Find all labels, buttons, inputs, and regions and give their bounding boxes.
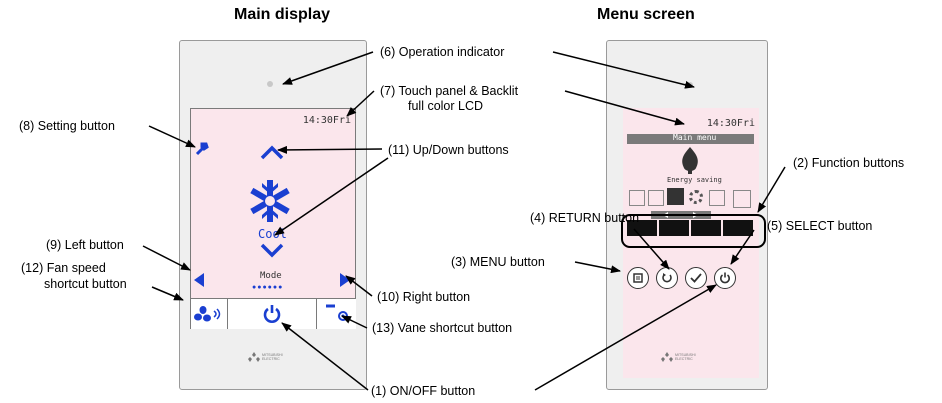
arrow-fan-speed [151,286,184,301]
mode-dots: ●●●●●● [252,284,284,291]
arrow-touch-right [564,90,685,126]
brand-text: MITSUBISHI ELECTRIC [262,353,283,361]
label-fan-speed-2: shortcut button [44,277,127,291]
mitsubishi-logo: MITSUBISHI ELECTRIC [248,352,304,362]
label-fan-speed-1: (12) Fan speed [21,261,106,275]
label-return-button: (4) RETURN button [530,211,640,225]
arrow-setting [148,125,196,148]
label-operation-indicator: (6) Operation indicator [380,45,505,59]
arrow-down [274,157,389,236]
onoff-button[interactable] [228,298,316,329]
menu-icon-2[interactable] [648,190,664,206]
onoff-button[interactable] [714,267,736,289]
function-button-4[interactable] [723,220,753,236]
snowflake-icon [250,180,290,222]
function-button-2[interactable] [659,220,689,236]
menu-button[interactable] [627,267,649,289]
heading-menu-screen: Menu screen [597,6,695,23]
label-left-button: (9) Left button [46,238,124,252]
label-setting-button: (8) Setting button [19,119,115,133]
function-button-3[interactable] [691,220,721,236]
menu-icon-row [627,188,757,208]
label-select-button: (5) SELECT button [767,219,873,233]
energy-saving-icon [682,147,698,174]
label-right-button: (10) Right button [377,290,471,304]
check-icon [690,273,702,283]
power-icon [720,272,730,284]
menu-icon-3-selected[interactable] [667,188,684,205]
mitsubishi-logo: MITSUBISHI ELECTRIC [661,352,717,362]
menu-icon [633,273,643,283]
vane-shortcut-button[interactable] [316,298,356,329]
power-icon [263,305,281,323]
label-touch-panel-2: full color LCD [408,99,484,113]
menu-title: Main menu [673,133,717,142]
return-icon [662,273,672,283]
label-onoff-button: (1) ON/OFF button [371,384,476,398]
right-arrow-icon[interactable] [339,272,351,288]
arrow-operation-right [552,51,695,89]
label-vane-shortcut: (13) Vane shortcut button [372,321,513,335]
arrow-vane [341,315,368,329]
chevron-down-icon[interactable] [259,242,285,258]
diamond-logo-icon [248,352,260,362]
arrow-select [730,229,755,265]
select-button[interactable] [685,267,707,289]
menu-icon-1[interactable] [629,190,645,206]
arrow-touch-left [346,90,375,117]
menu-title-bar: Main menu [627,133,754,144]
mode-label: Mode [260,271,282,281]
label-touch-panel-1: (7) Touch panel & Backlit [380,84,519,98]
heading-main-display: Main display [234,6,331,23]
label-menu-button: (3) MENU button [451,255,545,269]
menu-subtitle: Energy saving [667,176,722,184]
chevron-up-icon[interactable] [259,145,285,161]
brand-text: MITSUBISHI ELECTRIC [675,353,696,361]
arrow-function [757,166,786,213]
function-button-1[interactable] [627,220,657,236]
function-buttons-outline [621,214,766,248]
operation-indicator-light [267,81,273,87]
arrow-left-button [142,245,191,271]
gear-icon[interactable] [689,190,703,204]
menu-icon-5[interactable] [709,190,725,206]
label-function-buttons: (2) Function buttons [793,156,905,170]
fan-speed-shortcut-button[interactable] [191,298,228,329]
arrow-up [277,145,383,154]
wrench-icon[interactable] [194,141,210,157]
arrow-menu [574,261,621,274]
left-arrow-icon[interactable] [193,272,205,288]
arrow-onoff-left [281,322,369,391]
arrow-operation-left [282,51,374,85]
diamond-logo-icon [661,352,673,362]
arrow-right-button [345,275,373,297]
clock: 14:30Fri [706,118,755,129]
menu-icon-6[interactable] [733,190,751,208]
clock: 14:30Fri [302,115,351,126]
fan-icon [194,306,221,322]
arrow-onoff-right [534,284,717,391]
label-up-down-buttons: (11) Up/Down buttons [388,143,509,157]
arrow-return [633,228,670,270]
